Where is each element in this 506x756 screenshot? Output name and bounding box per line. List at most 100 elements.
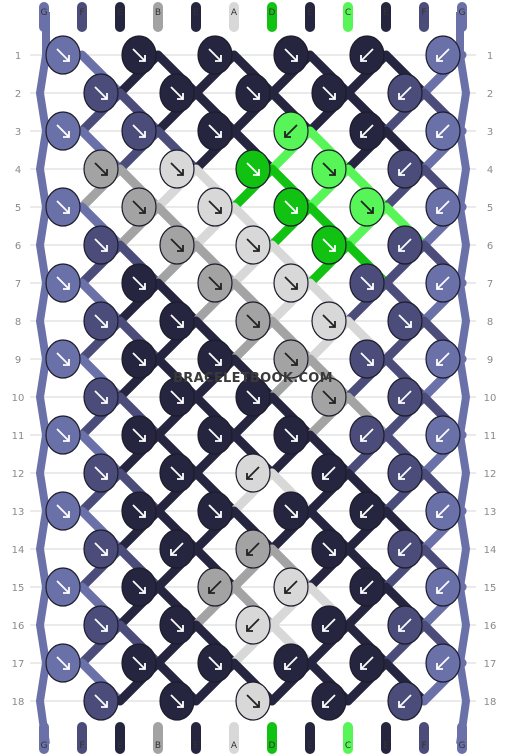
knot-arrowhead-icon: [329, 93, 336, 100]
knot-arrowhead-icon: [360, 511, 367, 518]
knot: [159, 301, 195, 341]
knot-arrow-icon: [132, 580, 146, 594]
knot-arrowhead-icon: [177, 169, 184, 176]
knot-arrow-icon: [322, 314, 336, 328]
row-number-left: 17: [12, 659, 25, 670]
knot-arrow-icon: [436, 276, 450, 290]
knot: [45, 187, 81, 227]
row-number-left: 14: [12, 545, 25, 556]
knot-arrow-icon: [398, 466, 412, 480]
knot: [235, 377, 271, 417]
knot-arrow-icon: [360, 504, 374, 518]
bottom-string-stub: [457, 722, 467, 754]
knot-arrow-icon: [208, 276, 222, 290]
knot: [121, 491, 157, 531]
knot-arrow-icon: [360, 656, 374, 670]
knot-arrow-icon: [56, 48, 70, 62]
knot: [425, 491, 461, 531]
knot: [387, 301, 423, 341]
knot-arrow-icon: [208, 200, 222, 214]
knot-arrowhead-icon: [322, 701, 329, 708]
row-number-right: 14: [484, 545, 497, 556]
knot-arrow-icon: [56, 504, 70, 518]
knot: [45, 415, 81, 455]
bottom-string-label: G: [459, 741, 466, 751]
knot-arrow-icon: [398, 390, 412, 404]
knot-arrow-icon: [284, 276, 298, 290]
knot: [349, 567, 385, 607]
row-number-right: 12: [484, 469, 497, 480]
knot: [197, 491, 233, 531]
bottom-string-label: E: [307, 741, 313, 751]
knot-arrowhead-icon: [101, 473, 108, 480]
knot-arrowhead-icon: [215, 663, 222, 670]
knot-arrow-icon: [360, 200, 374, 214]
row-number-right: 1: [487, 51, 493, 62]
knot: [349, 263, 385, 303]
row-number-left: 9: [15, 355, 21, 366]
knot-arrowhead-icon: [291, 283, 298, 290]
knot: [311, 605, 347, 645]
row-number-left: 16: [12, 621, 25, 632]
knot-arrow-icon: [208, 504, 222, 518]
knot-arrowhead-icon: [139, 435, 146, 442]
knot-arrowhead-icon: [253, 93, 260, 100]
knot: [45, 491, 81, 531]
knot-arrowhead-icon: [291, 359, 298, 366]
row-number-right: 6: [487, 241, 493, 252]
knot: [387, 529, 423, 569]
knot-arrow-icon: [94, 618, 108, 632]
knot-arrow-icon: [436, 428, 450, 442]
row-number-left: 12: [12, 469, 25, 480]
knot-arrow-icon: [246, 390, 260, 404]
knot: [273, 567, 309, 607]
knot: [273, 111, 309, 151]
knot-arrowhead-icon: [63, 663, 70, 670]
knot-arrow-icon: [170, 390, 184, 404]
knot: [235, 453, 271, 493]
knot-arrow-icon: [246, 466, 260, 480]
knot-arrow-icon: [360, 352, 374, 366]
knot-arrowhead-icon: [367, 207, 374, 214]
bottom-string-stub: [381, 722, 391, 754]
knot-arrow-icon: [132, 504, 146, 518]
knot-arrowhead-icon: [177, 245, 184, 252]
bottom-string-label: F: [421, 741, 426, 751]
bottom-string-stub: [267, 722, 277, 754]
knot: [387, 377, 423, 417]
knot-arrowhead-icon: [63, 359, 70, 366]
knot: [311, 73, 347, 113]
top-string-label: F: [79, 8, 84, 18]
knot-arrow-icon: [284, 580, 298, 594]
knot-arrowhead-icon: [177, 93, 184, 100]
knot: [235, 225, 271, 265]
knot-arrow-icon: [322, 86, 336, 100]
knot-arrowhead-icon: [177, 321, 184, 328]
bottom-string-stub: [115, 722, 125, 754]
knot-arrowhead-icon: [436, 359, 443, 366]
knot: [121, 111, 157, 151]
knot-arrowhead-icon: [139, 587, 146, 594]
knot: [273, 187, 309, 227]
knot-arrowhead-icon: [398, 93, 405, 100]
knot-arrow-icon: [322, 694, 336, 708]
row-number-left: 2: [15, 89, 21, 100]
bottom-string-label: E: [383, 741, 389, 751]
bottom-string-label: B: [155, 741, 161, 751]
knot: [83, 73, 119, 113]
knot: [273, 415, 309, 455]
knot-arrow-icon: [132, 124, 146, 138]
row-number-left: 3: [15, 127, 21, 138]
knot-arrow-icon: [436, 124, 450, 138]
knot-arrowhead-icon: [405, 321, 412, 328]
knot-arrowhead-icon: [215, 435, 222, 442]
knot: [425, 415, 461, 455]
knot-arrowhead-icon: [360, 587, 367, 594]
knot-arrow-icon: [94, 162, 108, 176]
knot-arrowhead-icon: [215, 359, 222, 366]
right-edge-string: [456, 12, 470, 745]
knot-arrow-icon: [208, 48, 222, 62]
bottom-string-label: A: [231, 741, 238, 751]
knot: [349, 111, 385, 151]
